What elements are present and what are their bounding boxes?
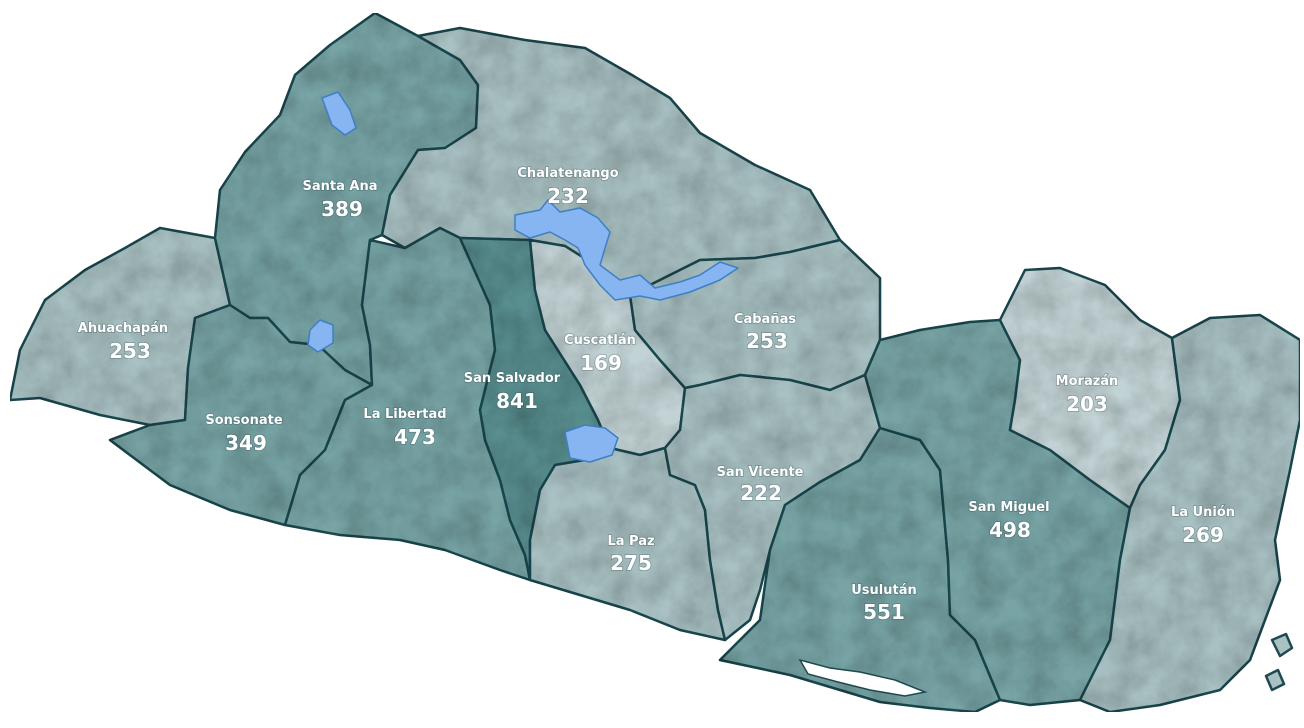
department-name: Sonsonate	[205, 413, 282, 428]
department-value: 389	[321, 197, 363, 221]
department-value: 253	[746, 329, 788, 353]
department-value: 203	[1066, 392, 1108, 416]
department-value: 841	[496, 389, 538, 413]
department-value: 473	[394, 425, 436, 449]
department-name: La Libertad	[363, 407, 446, 422]
label-cabanas: Cabañas 253	[733, 311, 797, 354]
label-santa-ana: Santa Ana 389	[302, 178, 379, 222]
department-la-union[interactable]	[1078, 313, 1302, 714]
department-name: Cuscatlán	[564, 333, 636, 348]
department-name: Morazán	[1056, 374, 1119, 389]
department-name: San Vicente	[716, 465, 803, 480]
label-sonsonate: Sonsonate 349	[205, 412, 284, 456]
label-san-salvador: San Salvador 841	[463, 370, 561, 414]
reservoir-cerron-grande	[514, 199, 739, 301]
island-meanguera	[1270, 632, 1294, 658]
lake-coatepeque	[307, 319, 334, 353]
department-name: Usulután	[851, 583, 917, 598]
department-value: 275	[610, 551, 652, 575]
label-la-union: La Unión 269	[1170, 504, 1236, 548]
department-name: Chalatenango	[517, 166, 618, 181]
department-value: 232	[547, 184, 589, 208]
department-value: 349	[225, 431, 267, 455]
lake-ilopango	[564, 424, 619, 463]
department-name: San Salvador	[464, 371, 561, 386]
label-san-miguel: San Miguel 498	[968, 499, 1051, 543]
label-ahuachapan: Ahuachapán 253	[77, 320, 169, 364]
department-name: Santa Ana	[303, 179, 378, 194]
department-name: Cabañas	[734, 312, 796, 327]
department-value: 222	[740, 481, 782, 505]
department-name: Ahuachapán	[78, 321, 168, 336]
department-value: 169	[580, 351, 622, 375]
label-chalatenango: Chalatenango 232	[517, 165, 620, 209]
department-name: La Unión	[1171, 505, 1235, 520]
department-value: 269	[1182, 523, 1224, 547]
label-san-vicente: San Vicente 222	[716, 464, 805, 506]
label-morazan: Morazán 203	[1055, 373, 1119, 417]
label-la-paz: La Paz 275	[607, 533, 656, 576]
department-name: La Paz	[607, 534, 654, 549]
department-value: 498	[989, 518, 1031, 542]
department-value: 253	[109, 339, 151, 363]
department-value: 551	[863, 600, 905, 624]
island-conchagüita	[1264, 668, 1286, 692]
lake-guija	[321, 91, 357, 136]
bay-jiquilisco	[798, 658, 928, 697]
department-name: San Miguel	[968, 500, 1049, 515]
label-usulutan: Usulután 551	[850, 582, 917, 625]
label-la-libertad: La Libertad 473	[363, 406, 448, 450]
label-cuscatlan: Cuscatlán 169	[563, 332, 636, 376]
